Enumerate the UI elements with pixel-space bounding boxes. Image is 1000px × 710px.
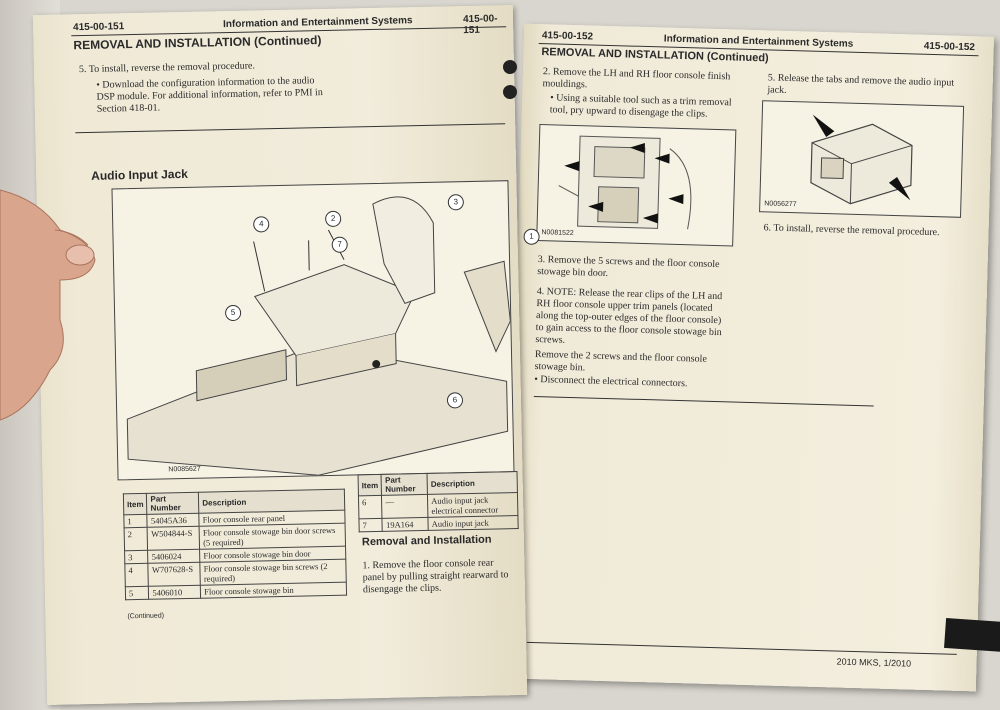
table-continued: (Continued) xyxy=(127,612,165,621)
binder-clip xyxy=(944,617,1000,653)
binding-hole-second xyxy=(503,85,517,99)
left-figure-id: N0085627 xyxy=(168,465,201,474)
figure2-id: N0056277 xyxy=(764,200,797,209)
left-bullet-text: Download the configuration information t… xyxy=(96,75,323,115)
cell-desc: Floor console stowage bin xyxy=(200,582,347,599)
cell-item: 2 xyxy=(124,527,149,551)
cell-desc: Floor console stowage bin door screws (5… xyxy=(199,523,346,550)
table2-header-item: Item xyxy=(358,474,382,496)
right-step2-bullet-text: Using a suitable tool such as a trim rem… xyxy=(549,92,732,120)
table1-header-desc: Description xyxy=(198,489,345,514)
left-step5: 5. To install, reverse the removal proce… xyxy=(78,60,256,76)
left-bullet: • Download the configuration information… xyxy=(96,75,323,115)
hand-holding-book xyxy=(0,189,96,421)
figure-console-mouldings: N0081522 xyxy=(536,124,737,247)
cell-item: 7 xyxy=(358,518,383,532)
cell-item: 4 xyxy=(124,563,149,587)
right-step2-bullet: • Using a suitable tool such as a trim r… xyxy=(549,92,732,120)
figure1-id: N0081522 xyxy=(541,229,574,238)
table2-header-part: Part Number xyxy=(381,473,428,496)
console-exploded-illustration xyxy=(126,196,511,476)
cell-part: 5406024 xyxy=(148,549,201,564)
cell-desc: Floor console stowage bin screws (2 requ… xyxy=(200,559,347,586)
cell-part: — xyxy=(381,494,429,519)
right-page-number-left: 415-00-152 xyxy=(541,30,594,43)
table2-header-desc: Description xyxy=(427,471,518,495)
right-step2: 2. Remove the LH and RH floor console fi… xyxy=(542,66,731,91)
right-footer: 2010 MKS, 1/2010 xyxy=(836,656,912,669)
right-page-number-right: 415-00-152 xyxy=(923,40,976,54)
console-moulding-illustration xyxy=(558,135,692,230)
right-page: 415-00-152 Information and Entertainment… xyxy=(505,23,995,692)
cell-part: 54045A36 xyxy=(147,513,200,528)
cell-part: W707628-S xyxy=(148,562,201,587)
binding-hole-top xyxy=(503,60,517,74)
table1-header-item: Item xyxy=(123,493,148,515)
cell-item: 3 xyxy=(124,550,149,564)
cell-item: 5 xyxy=(125,586,150,600)
right-step3: 3. Remove the 5 screws and the floor con… xyxy=(537,254,720,280)
cell-item: 6 xyxy=(358,495,383,519)
parts-table-2: Item Part Number Description 6—Audio inp… xyxy=(358,471,519,532)
left-section-title: REMOVAL AND INSTALLATION (Continued) xyxy=(73,33,322,53)
removal-installation-title: Removal and Installation xyxy=(361,533,492,549)
left-page-number-right: 415-00-151 xyxy=(462,13,498,37)
left-step-rule xyxy=(75,123,506,134)
removal-step1: 1. Remove the floor console rear panel b… xyxy=(362,557,509,596)
right-end-rule xyxy=(533,395,874,407)
figure-audio-jack: N0056277 xyxy=(759,100,965,218)
cell-item: 1 xyxy=(123,514,148,528)
table1-header-part: Part Number xyxy=(146,492,200,515)
cell-desc: Audio input jack electrical connector xyxy=(427,492,518,518)
right-step6: 6. To install, reverse the removal proce… xyxy=(763,222,940,239)
right-step4: 4. NOTE: Release the rear clips of the L… xyxy=(535,286,723,346)
right-step5: 5. Release the tabs and remove the audio… xyxy=(767,72,955,96)
left-page: 415-00-151 Information and Entertainment… xyxy=(32,5,540,705)
audio-jack-illustration xyxy=(810,114,913,205)
cell-desc: Audio input jack xyxy=(428,515,519,531)
cell-part: W504844-S xyxy=(147,526,200,551)
cell-part: 19A164 xyxy=(382,517,429,532)
right-footer-rule xyxy=(526,641,957,655)
figure-audio-input-jack-exploded: 1 2 3 4 5 6 7 N0085627 xyxy=(111,180,540,481)
left-page-number: 415-00-151 xyxy=(72,21,125,34)
table-row: 6—Audio input jack electrical connector xyxy=(358,492,518,519)
cell-part: 5406010 xyxy=(148,585,201,600)
